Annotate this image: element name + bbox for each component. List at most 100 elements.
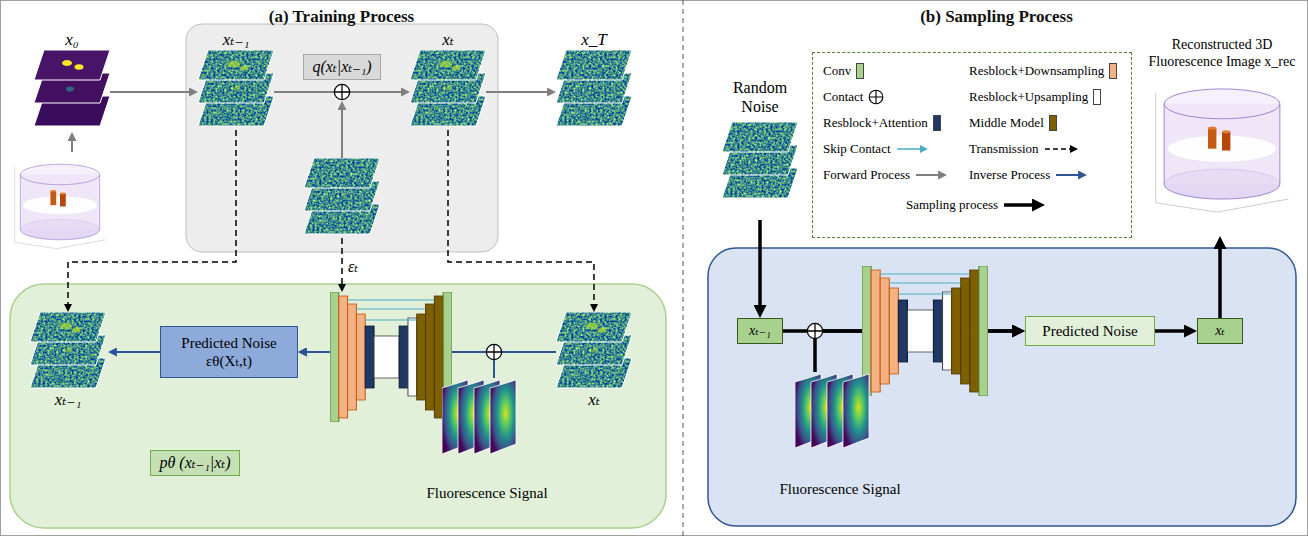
image-picture-use [1156,89,1289,212]
noise-input: Random Noise [720,78,800,220]
legend-text: Contact [823,89,863,105]
state-box: xₜ₋₁ [737,318,783,344]
panel-region: (a) Training Processx₀q(xₜ|xₜ₋₁)xₜ₋₁xₜx_… [0,0,683,536]
noise-box: Predicted Noiseεθ(Xₜ,t) [160,326,298,378]
legend-concat-symbol [870,90,884,104]
image-picture-use [795,374,869,448]
concat-symbol [486,344,501,359]
signal-image: Fluorescence Signal [420,378,554,504]
legend-row: Resblock+Downsampling [969,63,1117,79]
legend-line-sample [1003,198,1049,212]
legend-row: Sampling process [906,197,1049,213]
legend-concat-sample [868,89,884,105]
legend-row: Inverse Process [969,167,1091,183]
forward-arrow [341,105,343,158]
transmission-arrow [341,238,343,288]
node-text: q(xₜ|xₜ₋₁) [303,54,380,80]
legend-line-sample [915,168,951,182]
noise-label: εₜ [348,258,358,275]
concat-symbol [807,323,822,338]
connector [758,220,762,314]
node-text: Random Noise [720,78,800,116]
node-text: x_T [581,30,607,50]
legend-row: Resblock+Upsampling [969,89,1101,105]
connector [1155,329,1193,333]
legend-line-sample [1044,142,1082,156]
image-picture [556,312,632,390]
image-stack: xₜ₋₁ [198,30,274,130]
label-anchor: εₜ [348,258,358,276]
node-text: xₜ₋₁ [223,30,250,50]
connector [448,130,594,308]
legend-row: Resblock+Attention [823,115,941,131]
node-text: xₜ [588,390,600,410]
legend-line [1004,203,1041,207]
legend-row: Middle Model [969,115,1057,131]
image-stack: xₜ₋₁ [28,312,108,424]
legend-swatch [856,63,864,79]
image-picture [556,50,632,128]
node-text: (a) Training Process [0,6,683,28]
image-picture [1152,74,1292,214]
image-stack: xₜ [410,30,486,130]
image-picture-use [556,312,632,388]
legend-row: Forward Process [823,167,951,183]
container-fill [186,24,498,252]
connector [112,351,160,353]
node-text: εθ(Xₜ,t) [206,352,252,370]
panel-region: (b) Sampling ProcessRandom Noise xₜ₋₁ Pred… [685,0,1308,536]
node-text: Reconstructed 3D Fluorescence Image x_re… [1140,36,1304,70]
legend-text: Resblock+Downsampling [969,63,1104,79]
legend-text: Resblock+Attention [823,115,928,131]
node-text: (b) Sampling Process [685,6,1308,28]
legend-row: Transmission [969,141,1082,157]
legend-text: Conv [823,63,851,79]
legend-line-sample [1055,168,1091,182]
image-picture-use [556,50,632,126]
legend-swatch [1109,63,1117,79]
node-text: xₜ [1215,323,1225,339]
unet-symbol [862,266,988,396]
image-picture [442,378,532,458]
image-picture [34,50,110,128]
legend-text: Skip Contact [823,141,891,157]
image-stack: xₜ [556,312,632,420]
concat-symbol [334,84,349,99]
container-fill [10,284,666,528]
legend-text: Transmission [969,141,1039,157]
legend-row: Contact [823,89,884,105]
image-picture [795,372,885,452]
legend-line [897,148,924,150]
state-box: xₜ [1197,318,1243,344]
panel-divider [683,0,684,536]
connector [1218,240,1222,318]
legend-line [916,174,943,176]
node-text: xₜ₋₁ [55,390,82,410]
legend-line [1045,148,1074,150]
node-text: xₜ₋₁ [749,323,771,339]
image-picture-use [442,380,516,454]
noise-box: Predicted Noise [1025,316,1155,346]
legend-box: ConvResblock+DownsamplingContactResblock… [812,52,1132,238]
legend-text: Resblock+Upsampling [969,89,1088,105]
legend-row: Skip Contact [823,141,932,157]
container-fills [10,24,666,528]
forward-process-box: q(xₜ|xₜ₋₁) xₜ₋₁ xₜ [186,24,498,252]
image-picture-use [198,50,274,126]
node-text: Fluorescence Signal [426,484,547,502]
image-picture-use [34,50,110,126]
unet-symbol [330,292,452,422]
legend-swatch [1093,89,1101,105]
noise-stack [304,158,380,234]
legend-swatch [1049,115,1057,131]
image-picture-use [410,50,486,126]
legend-line-sample [896,142,932,156]
legend-swatch [933,115,941,131]
signal-image: Fluorescence Signal [760,372,920,500]
node-text: pθ (xₜ₋₁|xₜ) [150,450,239,476]
legend-row: Conv [823,63,864,79]
legend-text: Sampling process [906,197,998,213]
image-picture-use [30,312,106,388]
node-text: Predicted Noise [1042,322,1137,340]
